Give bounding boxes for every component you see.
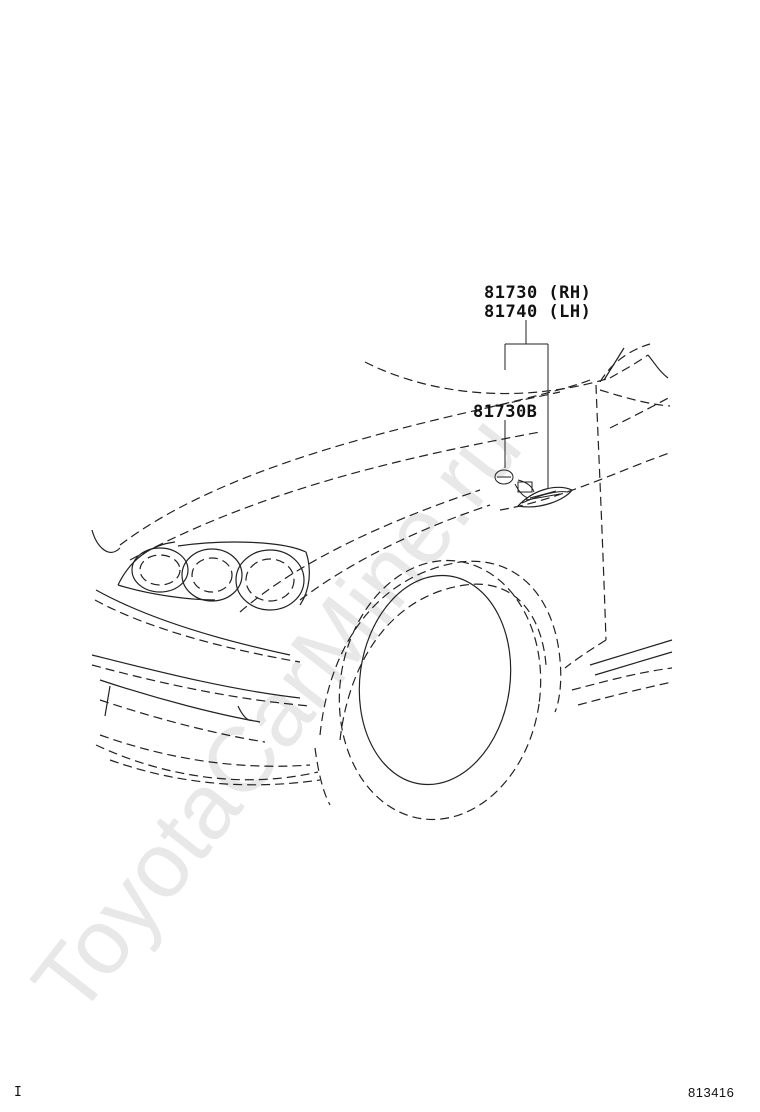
part-number-lh-label: 81740 (LH)	[484, 302, 592, 322]
corner-mark: I	[14, 1085, 23, 1100]
bulb-part-number-label: 81730B	[473, 402, 538, 422]
car-body-outline	[91, 343, 673, 786]
headlight-assembly	[117, 541, 310, 611]
side-marker-lamp	[514, 479, 573, 508]
diagram-number: 813416	[688, 1085, 735, 1100]
bulb-part	[494, 469, 514, 485]
part-number-rh-label: 81730 (RH)	[484, 283, 592, 303]
leader-lines	[504, 320, 549, 488]
front-wheel	[314, 559, 562, 821]
